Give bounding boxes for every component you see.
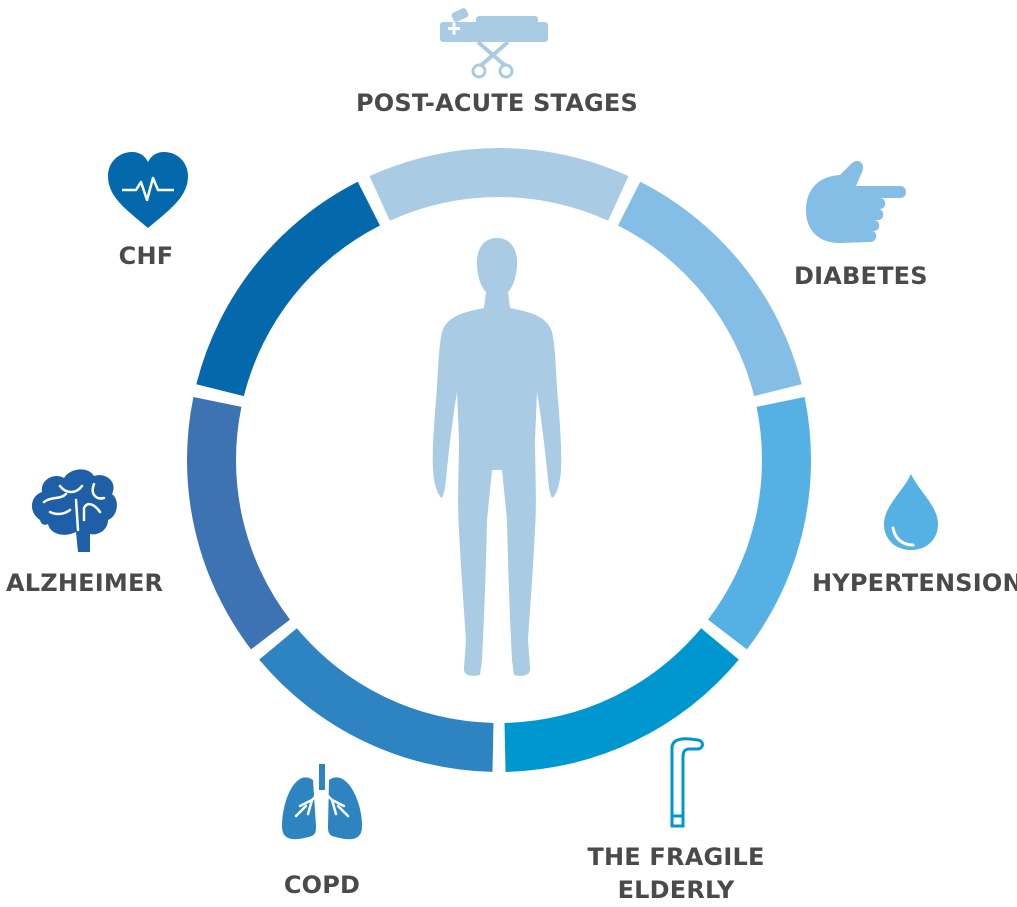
ring-segment-fragile-elderly	[504, 628, 739, 772]
ring-segment-post-acute	[369, 148, 629, 221]
brain-icon	[31, 469, 117, 552]
pointing-hand-icon	[806, 161, 906, 243]
lungs-icon	[282, 764, 362, 840]
ring	[186, 148, 811, 772]
label-copd: COPD	[283, 871, 361, 899]
hospital-bed-icon	[440, 8, 548, 79]
ring-segment-diabetes	[618, 181, 802, 397]
label-hypertension: HYPERTENSION	[812, 569, 1017, 597]
label-diabetes: DIABETES	[794, 262, 928, 290]
label-alzheimer: ALZHEIMER	[6, 569, 164, 597]
ring-segment-chf	[196, 181, 380, 397]
human-silhouette-icon	[432, 238, 562, 676]
ring-segment-hypertension	[708, 396, 811, 650]
blood-drop-icon	[884, 474, 938, 550]
ring-segment-copd	[259, 628, 494, 772]
ring-segment-alzheimer	[186, 396, 290, 650]
label-fragile-elderly-line1: THE FRAGILE	[587, 843, 765, 871]
label-post-acute-stages: POST-ACUTE STAGES	[355, 89, 639, 117]
walking-cane-icon	[670, 737, 704, 828]
heart-pulse-icon	[108, 152, 188, 228]
label-fragile-elderly-line2: ELDERLY	[617, 876, 735, 904]
label-chf: CHF	[118, 242, 174, 270]
